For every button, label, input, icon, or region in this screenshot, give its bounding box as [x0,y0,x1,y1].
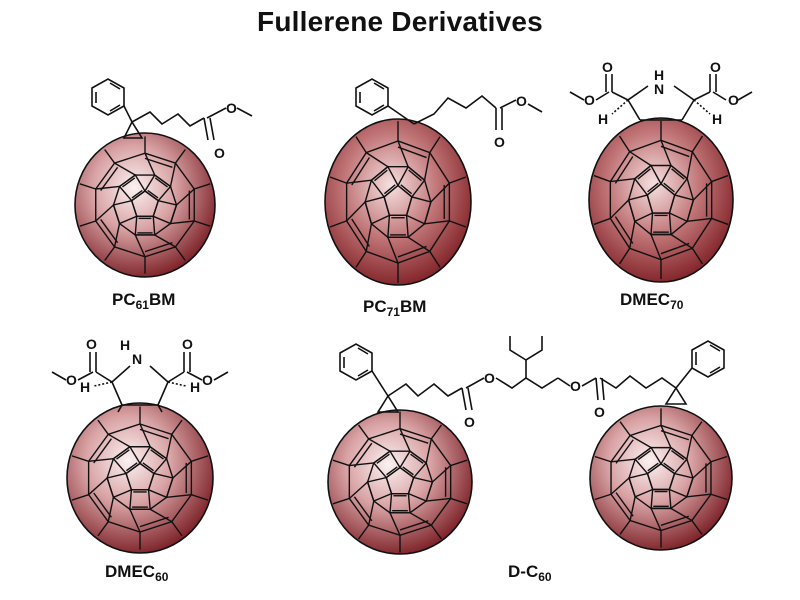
pc71bm-addend [355,78,543,130]
carbonyl-oxygen: O [494,134,505,150]
h-left: H [598,111,608,127]
ester-oxygen: O [516,93,527,109]
dmec60-fullerene [66,402,214,554]
dmec60-structure: O O O O N H H H [51,336,229,554]
ester-oxygen-left: O [484,370,495,386]
h-right: H [190,379,200,395]
ester-oxygen-right: O [728,92,739,108]
dmec70-structure: O O O O N H H H [569,59,753,283]
nh-hydrogen: H [654,67,664,83]
label-dmec60: DMEC60 [105,562,169,584]
h-left: H [80,379,90,395]
figure-title: Fullerene Derivatives [257,6,543,37]
pc71bm-structure: O O [324,78,543,286]
dmec60-addend [51,352,229,413]
pc61bm-addend [91,78,253,141]
carbonyl-oxygen-left: O [464,414,475,430]
dc60-linker [339,336,725,413]
label-pc71bm: PC71BM [363,297,427,319]
label-dc60: D-C60 [508,562,552,584]
carbonyl-oxygen-right: O [594,404,605,420]
carbonyl-oxygen-left: O [86,336,97,352]
label-pc61bm: PC61BM [112,290,176,312]
pyrrolidine-nitrogen: N [654,81,664,97]
pyrrolidine-nitrogen: N [132,351,142,367]
dc60-fullerene-left [327,409,473,555]
ester-oxygen-left: O [66,372,77,388]
cyclopropane-right [664,386,688,405]
dmec70-addend [569,74,753,121]
ester-oxygen-right: O [202,372,213,388]
ester-oxygen-left: O [584,92,595,108]
dmec70-fullerene [588,117,734,283]
pc61bm-structure: O O [74,78,253,278]
cyclopropane-left [376,394,400,413]
label-dmec70: DMEC70 [620,290,684,312]
dc60-structure: O O O O [327,336,733,555]
pc71bm-fullerene [324,118,472,286]
nh-hydrogen: H [120,337,130,353]
cyclopropane [122,120,144,139]
dc60-fullerene-right [589,405,733,551]
carbonyl-oxygen-left: O [602,59,613,75]
ester-oxygen-right: O [570,378,581,394]
ester-oxygen: O [226,100,237,116]
phenyl-ring-right [691,340,725,378]
h-right: H [712,111,722,127]
pc61bm-fullerene [74,132,216,278]
carbonyl-oxygen: O [214,145,225,161]
carbonyl-oxygen-right: O [710,59,721,75]
phenyl-ring [91,78,125,116]
carbonyl-oxygen-right: O [182,336,193,352]
